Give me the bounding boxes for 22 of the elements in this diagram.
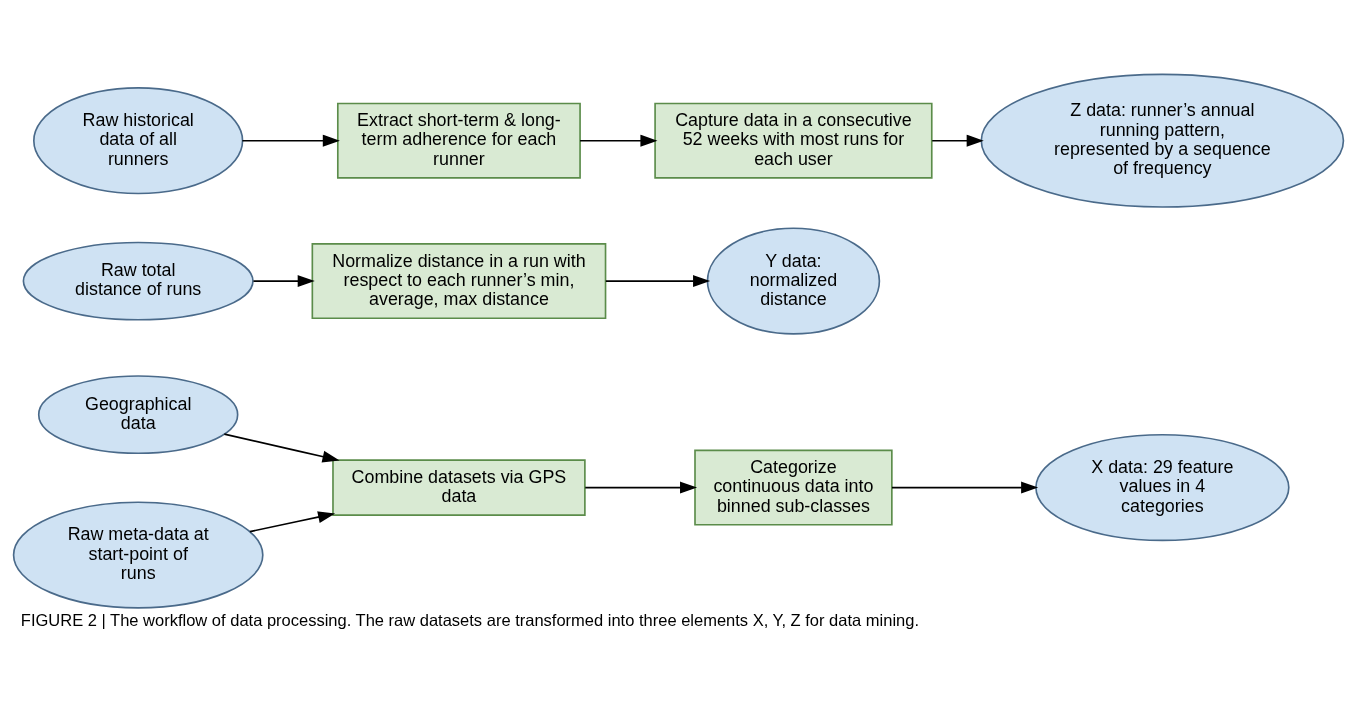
arrow [579, 134, 658, 147]
arrow [223, 432, 340, 462]
node-ellipse: Raw historical data of all runners [33, 86, 244, 194]
node-box: Extract short-term & long-term adherence for each runner [336, 102, 581, 179]
caption: FIGURE 2 | The workflow of data processing. The raw datasets are transformed into three elements X, Y, Z for data mining. [20, 610, 919, 629]
node-ellipse: Y data: normalized distance [706, 226, 881, 335]
node-ellipse: Geographical data [37, 374, 239, 454]
node-box: Combine datasets via GPS data [332, 458, 586, 516]
node-box: Categorize continuous data into binned sub-classes [694, 449, 893, 526]
arrow [584, 481, 698, 494]
arrow [252, 274, 315, 287]
node-ellipse: Raw meta-data at start-point of runs [12, 500, 264, 609]
node-box: Normalize distance in a run with respect to each runner’s min, average, max distance [311, 242, 607, 319]
node-box: Capture data in a consecutive 52 weeks with most runs for each user [654, 102, 933, 179]
arrow [249, 510, 336, 532]
arrow [891, 481, 1039, 494]
arrow [605, 274, 711, 287]
arrow [931, 134, 984, 147]
node-ellipse: Raw total distance of runs [22, 241, 254, 321]
node-ellipse: Z data: runner’s annual running pattern, represented by a sequence of frequency [980, 73, 1345, 208]
arrow [241, 134, 340, 147]
node-ellipse: X data: 29 feature values in 4 categories [1035, 433, 1290, 541]
